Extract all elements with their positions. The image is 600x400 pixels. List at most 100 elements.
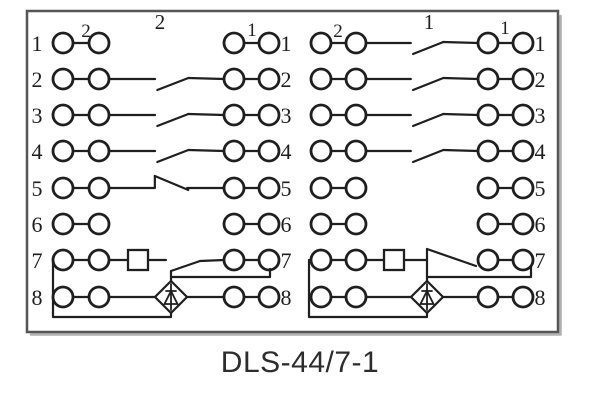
terminal-circle xyxy=(476,67,500,91)
terminal-circle xyxy=(87,67,111,91)
terminal-circle xyxy=(87,248,111,272)
terminal-circle xyxy=(87,31,111,55)
terminal-circle xyxy=(476,248,500,272)
terminal-circle xyxy=(476,285,500,309)
terminal-circle xyxy=(476,176,500,200)
terminal-circle xyxy=(344,248,368,272)
contact-blade xyxy=(411,40,445,56)
coil-symbol xyxy=(382,248,406,272)
terminal-circle xyxy=(476,103,500,127)
terminal-circle xyxy=(511,31,535,55)
contact-blade xyxy=(156,148,190,164)
terminal-circle xyxy=(222,285,246,309)
pair-sup-number: 2 xyxy=(81,21,91,42)
row-number-right: 2 xyxy=(281,67,292,92)
terminal-circle xyxy=(511,212,535,236)
terminal-circle xyxy=(222,31,246,55)
terminal-circle xyxy=(476,139,500,163)
contact-blade xyxy=(153,174,190,192)
row-number-right: 8 xyxy=(281,285,292,310)
pair-sup-number: 1 xyxy=(500,18,510,39)
terminal-circle xyxy=(309,31,333,55)
border-shadow xyxy=(29,14,562,336)
diode-triangle xyxy=(419,288,435,305)
terminal-circle xyxy=(344,176,368,200)
terminal-circle xyxy=(257,67,281,91)
row-number-right: 6 xyxy=(535,212,546,237)
row-number-right: 5 xyxy=(281,176,292,201)
row-number-left: 7 xyxy=(32,248,43,273)
terminal-circle xyxy=(222,67,246,91)
row-number-right: 6 xyxy=(281,212,292,237)
row-number-left: 6 xyxy=(32,212,43,237)
terminal-circle xyxy=(257,248,281,272)
terminal-circle xyxy=(309,139,333,163)
terminal-circle xyxy=(257,285,281,309)
terminal-circle xyxy=(257,212,281,236)
terminal-circle xyxy=(87,176,111,200)
row-number-right: 3 xyxy=(281,103,292,128)
terminal-circle xyxy=(51,139,75,163)
terminal-circle xyxy=(222,248,246,272)
terminal-row-2: 2 xyxy=(309,67,546,92)
terminal-circle xyxy=(511,103,535,127)
row-number-right: 8 xyxy=(535,285,546,310)
contact-blade xyxy=(425,247,478,268)
under-wire xyxy=(425,265,533,279)
terminal-row-4: 4 xyxy=(309,139,546,164)
row-number-left: 2 xyxy=(32,67,43,92)
contact-blade xyxy=(156,112,190,128)
under-wire xyxy=(169,267,272,279)
row-number-left: 3 xyxy=(32,103,43,128)
bridge-rectifier-symbol xyxy=(153,279,189,315)
wire xyxy=(442,112,480,117)
terminal-circle xyxy=(511,248,535,272)
terminal-row-8: 8 xyxy=(309,279,546,315)
wire xyxy=(198,258,226,263)
diagram-border xyxy=(25,9,560,334)
terminal-row-1: 1 xyxy=(309,31,546,56)
terminal-circle xyxy=(257,176,281,200)
terminal-circle xyxy=(51,176,75,200)
loop-wire xyxy=(307,258,429,319)
terminal-circle xyxy=(51,248,75,272)
terminal-circle xyxy=(309,67,333,91)
wire xyxy=(442,40,480,45)
coil-symbol xyxy=(126,248,150,272)
row-number-right: 5 xyxy=(535,176,546,201)
terminal-circle xyxy=(51,103,75,127)
row-number-left: 8 xyxy=(32,285,43,310)
loop-wire xyxy=(51,258,173,319)
terminal-circle xyxy=(476,31,500,55)
terminal-circle xyxy=(344,103,368,127)
row-number-right: 7 xyxy=(281,248,292,273)
terminal-circle xyxy=(344,31,368,55)
terminal-circle xyxy=(344,139,368,163)
terminal-circle xyxy=(344,212,368,236)
terminal-circle xyxy=(222,212,246,236)
terminal-row-3: 3 xyxy=(309,103,546,128)
pair-sup-number: 2 xyxy=(333,21,343,42)
terminal-circle xyxy=(309,285,333,309)
contact-blade xyxy=(411,112,445,128)
diode-triangle xyxy=(163,288,179,305)
wire xyxy=(442,148,480,153)
row-number-right: 1 xyxy=(281,31,292,56)
row-number-left: 4 xyxy=(32,139,43,164)
pair-sup-number: 1 xyxy=(247,20,257,41)
contact-blade xyxy=(411,76,445,92)
terminal-row-5: 5 xyxy=(309,176,546,201)
terminal-circle xyxy=(51,31,75,55)
terminal-circle xyxy=(222,176,246,200)
row-number-right: 4 xyxy=(281,139,292,164)
terminal-circle xyxy=(51,212,75,236)
